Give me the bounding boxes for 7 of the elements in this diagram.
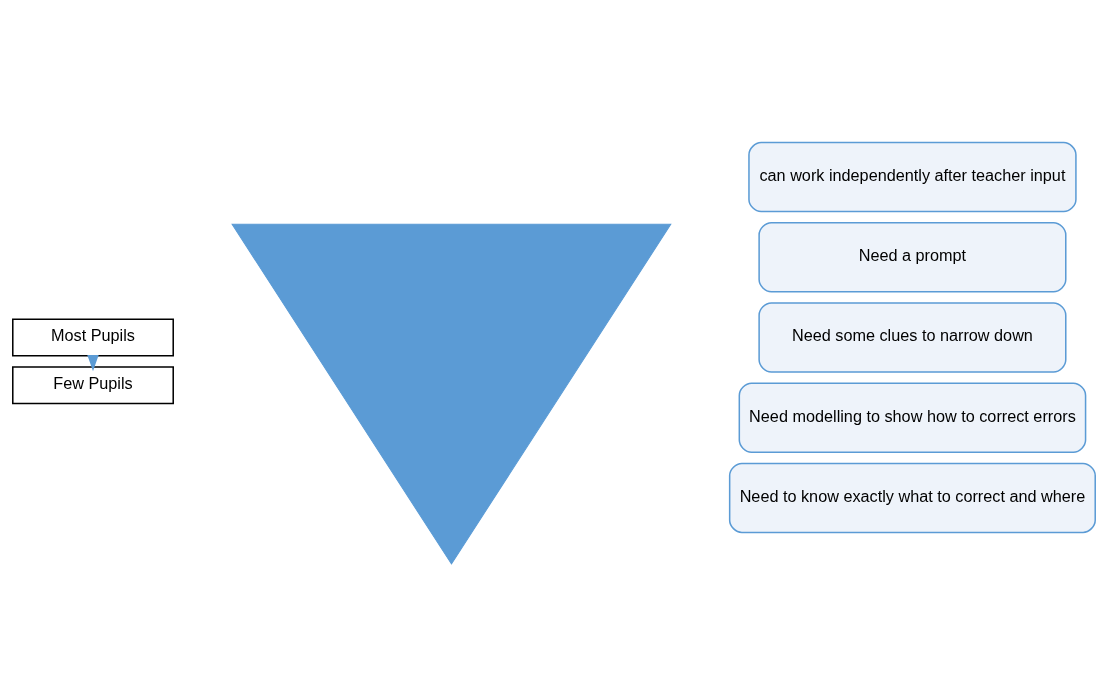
- node-box: can work independently after teacher input: [748, 141, 1077, 213]
- node-box: Need some clues to narrow down: [758, 302, 1067, 373]
- node-box: Need to know exactly what to correct and where: [728, 462, 1096, 534]
- node-box: Few Pupils: [12, 366, 174, 405]
- node-box: Need modelling to show how to correct errors: [738, 382, 1087, 453]
- node-box: Need a prompt: [758, 222, 1067, 293]
- node-triangle: [231, 223, 672, 565]
